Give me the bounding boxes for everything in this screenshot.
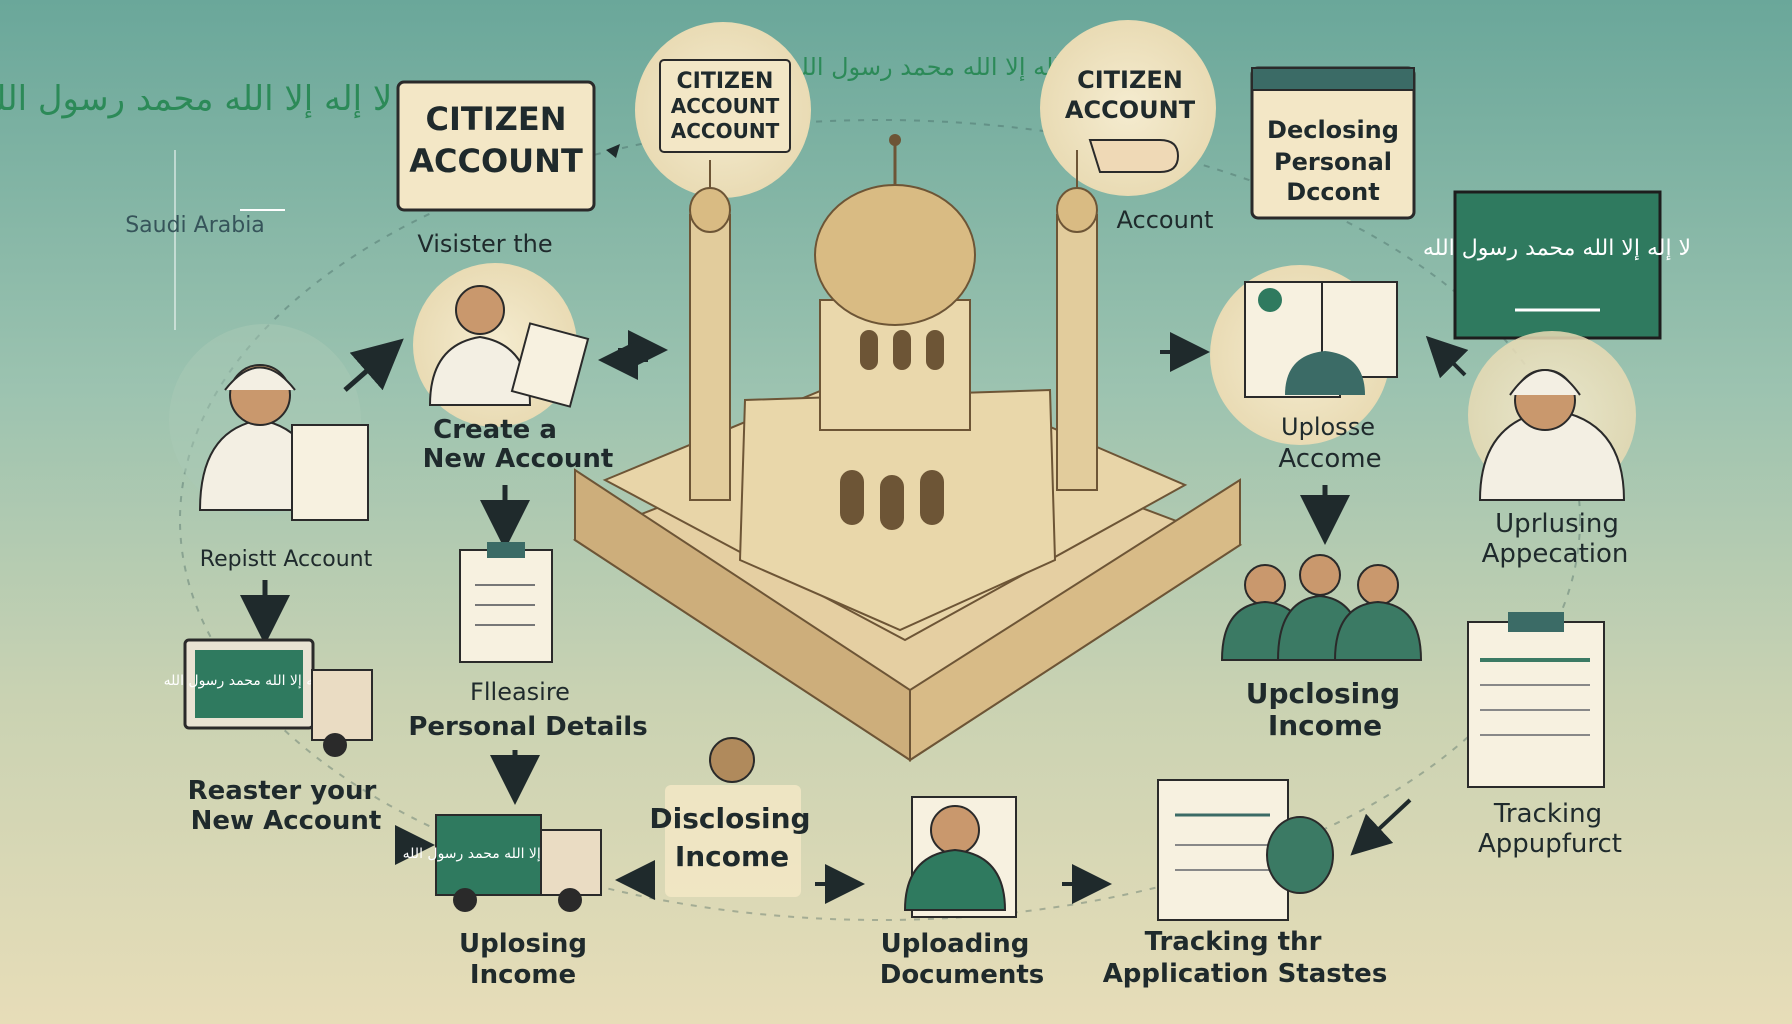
sign-main-line2: ACCOUNT: [409, 142, 583, 180]
sign-right-line1: CITIZEN: [1077, 66, 1183, 94]
step-create-line1: Create a: [433, 415, 557, 445]
paper-icon: [510, 322, 590, 408]
uploading-documents-figure: [903, 796, 1017, 918]
truck-calligraphy: لا إله إلا الله محمد رسول الله: [403, 846, 574, 862]
account-caption: Account: [1117, 206, 1214, 234]
step-upload-income-line1: Uplosing: [459, 929, 587, 959]
arrow-up-icon: [343, 338, 404, 392]
people-group: [1220, 554, 1423, 661]
step-track-r-line2: Appupfurct: [1478, 829, 1622, 859]
step-r-upl-line2: Income: [1268, 709, 1382, 742]
screen-calligraphy: لا إله إلا الله محمد رسول الله: [164, 673, 335, 689]
step-create-line2: New Account: [423, 444, 614, 474]
upload-accome-circle: [1210, 265, 1398, 445]
calligraphy-top-center: لا إله إلا الله محمد رسول الله: [789, 53, 1082, 82]
man-create-account: [413, 263, 590, 427]
doc-line3: Dccont: [1286, 178, 1379, 206]
hand-icon: [1088, 139, 1180, 173]
arrow-icon: [606, 144, 620, 158]
coin-icon: [709, 737, 755, 783]
step-tracking-line2: Application Stastes: [1103, 959, 1388, 989]
step-disclosing-line1: Disclosing: [649, 802, 810, 835]
flow-ring: [179, 119, 1581, 921]
step-track-r-line1: Tracking: [1493, 799, 1602, 829]
disclosing-income-card: Disclosing Income: [649, 737, 811, 897]
doc-line1: Declosing: [1267, 116, 1399, 144]
tracking-clipboard: [1467, 612, 1605, 788]
man-application: [1468, 331, 1636, 501]
calligraphy-top-left: لا إله إلا الله محمد رسول الله: [0, 79, 392, 119]
step-far-line1: Uprlusing: [1495, 509, 1619, 539]
step-r-upload-line1: Uplosse: [1281, 413, 1375, 441]
personal-details-clipboard: [459, 542, 553, 663]
sign-top-line2: ACCOUNT: [671, 94, 780, 118]
man-register: [169, 324, 369, 521]
arrow-left-icon: [1350, 798, 1412, 856]
flag-calligraphy: لا إله إلا الله محمد رسول الله: [1423, 236, 1691, 261]
step-docs-line1: Uploading: [881, 929, 1030, 959]
step-personal-line1: Flleasire: [470, 678, 570, 706]
country-label: Saudi Arabia: [125, 213, 265, 238]
sign-main-line1: CITIZEN: [426, 100, 567, 138]
step-new-line2: New Account: [191, 806, 382, 836]
sign-top-line1: CITIZEN: [677, 69, 774, 94]
saudi-flag: لا إله إلا الله محمد رسول الله: [1423, 190, 1691, 340]
declosing-doc: Declosing Personal Dccont: [1250, 66, 1416, 220]
doc-line2: Personal: [1274, 148, 1392, 176]
truck-upload: لا إله إلا الله محمد رسول الله: [403, 814, 602, 912]
step-r-upload-line2: Accome: [1278, 444, 1381, 474]
step-upload-income-line2: Income: [470, 960, 576, 990]
step-tracking-line1: Tracking thr: [1145, 927, 1322, 957]
citizen-account-circle: CITIZEN ACCOUNT ACCOUNT: [635, 22, 811, 198]
step-r-upl-line1: Upclosing: [1246, 677, 1400, 710]
tracking-document: [1157, 779, 1334, 921]
computer-truck: لا إله إلا الله محمد رسول الله: [164, 638, 373, 757]
citizen-account-hand: CITIZEN ACCOUNT: [1040, 20, 1216, 196]
citizen-account-sign: CITIZEN ACCOUNT: [396, 80, 596, 212]
step-docs-line2: Documents: [880, 960, 1045, 990]
step-register: Repistt Account: [200, 547, 373, 572]
sign-top-line3: ACCOUNT: [671, 119, 780, 143]
step-far-line2: Appecation: [1482, 539, 1629, 569]
step-disclosing-line2: Income: [675, 840, 789, 873]
step-visit: Visister the: [417, 230, 552, 258]
arrow-up-icon: [1425, 335, 1469, 379]
sign-right-line2: ACCOUNT: [1065, 96, 1196, 124]
document-icon: [291, 424, 369, 521]
mosque-model: [572, 134, 1243, 762]
leaf-icon: [1266, 816, 1334, 894]
step-personal-line2: Personal Details: [408, 712, 647, 742]
step-new-line1: Reaster your: [188, 776, 377, 806]
